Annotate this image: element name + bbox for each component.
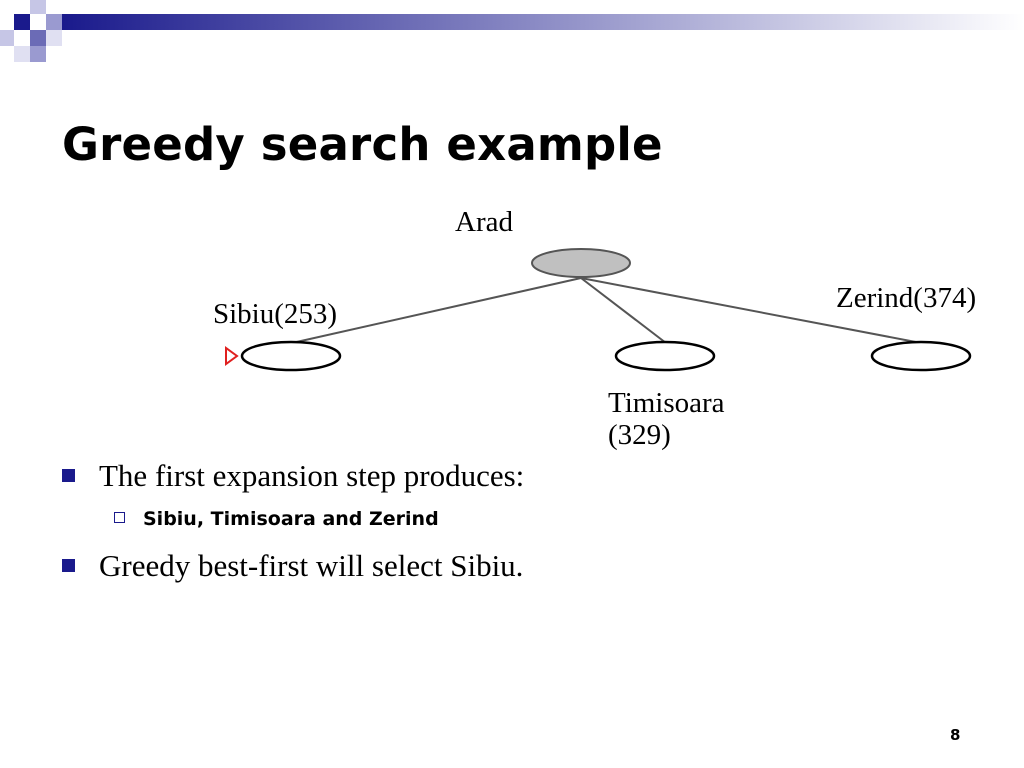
node-sibiu bbox=[240, 340, 342, 372]
square-bullet-icon bbox=[62, 559, 75, 573]
label-timisoara-name: Timisoara bbox=[608, 387, 725, 419]
slide-title: Greedy search example bbox=[62, 118, 663, 171]
selection-marker-icon bbox=[225, 346, 239, 366]
deco-square bbox=[46, 30, 62, 46]
bullet-text: The first expansion step produces: bbox=[99, 458, 525, 493]
page-number: 8 bbox=[950, 726, 961, 744]
node-timisoara bbox=[614, 340, 716, 372]
sub-bullet-text: Sibiu, Timisoara and Zerind bbox=[143, 508, 439, 530]
label-arad: Arad bbox=[455, 206, 513, 238]
deco-square bbox=[30, 30, 46, 46]
edge-arad-timisoara bbox=[580, 277, 667, 344]
deco-square bbox=[30, 46, 46, 62]
deco-square bbox=[46, 14, 62, 30]
square-bullet-icon bbox=[62, 469, 75, 483]
node-zerind bbox=[870, 340, 972, 372]
label-timisoara: Timisoara (329) bbox=[608, 387, 725, 452]
label-sibiu: Sibiu(253) bbox=[213, 298, 338, 330]
deco-square bbox=[14, 46, 30, 62]
bullet-item: The first expansion step produces: bbox=[62, 458, 524, 494]
search-tree bbox=[225, 248, 972, 372]
header-decoration bbox=[0, 0, 1024, 62]
bullet-text: Greedy best-first will select Sibiu. bbox=[99, 548, 524, 583]
deco-square bbox=[14, 14, 30, 30]
label-zerind: Zerind(374) bbox=[836, 282, 977, 314]
sub-bullet-item: Sibiu, Timisoara and Zerind bbox=[114, 508, 439, 530]
edge-arad-sibiu bbox=[291, 277, 582, 344]
header-gradient-bar bbox=[62, 14, 1024, 30]
label-timisoara-cost: (329) bbox=[608, 418, 671, 451]
node-arad bbox=[531, 248, 631, 278]
deco-square bbox=[30, 0, 46, 14]
deco-square bbox=[0, 30, 14, 46]
bullet-item: Greedy best-first will select Sibiu. bbox=[62, 548, 523, 584]
hollow-square-bullet-icon bbox=[114, 512, 125, 523]
edge-arad-zerind bbox=[580, 277, 922, 344]
